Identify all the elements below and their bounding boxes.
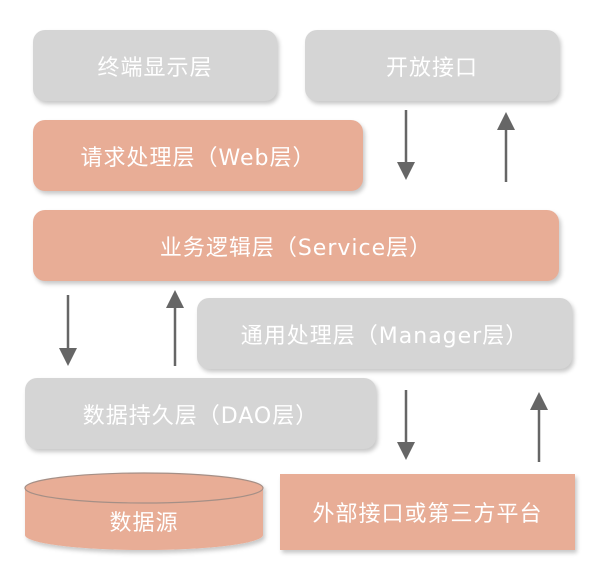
external-platform: 外部接口或第三方平台 xyxy=(280,474,575,550)
open-api-layer: 开放接口 xyxy=(305,30,559,101)
arrow-up-icon xyxy=(166,290,184,366)
service-layer: 业务逻辑层（Service层） xyxy=(33,210,559,281)
dao-layer: 数据持久层（DAO层） xyxy=(25,378,376,449)
web-layer: 请求处理层（Web层） xyxy=(33,120,363,191)
datasource-cylinder xyxy=(24,472,264,550)
arrow-down-icon xyxy=(397,390,415,460)
manager-layer: 通用处理层（Manager层） xyxy=(197,298,572,369)
arrow-up-icon xyxy=(497,112,515,182)
arrow-down-icon xyxy=(59,295,77,366)
terminal-layer: 终端显示层 xyxy=(33,30,277,101)
arrow-up-icon xyxy=(530,392,548,462)
datasource-label: 数据源 xyxy=(109,511,179,536)
arrow-down-icon xyxy=(397,110,415,180)
